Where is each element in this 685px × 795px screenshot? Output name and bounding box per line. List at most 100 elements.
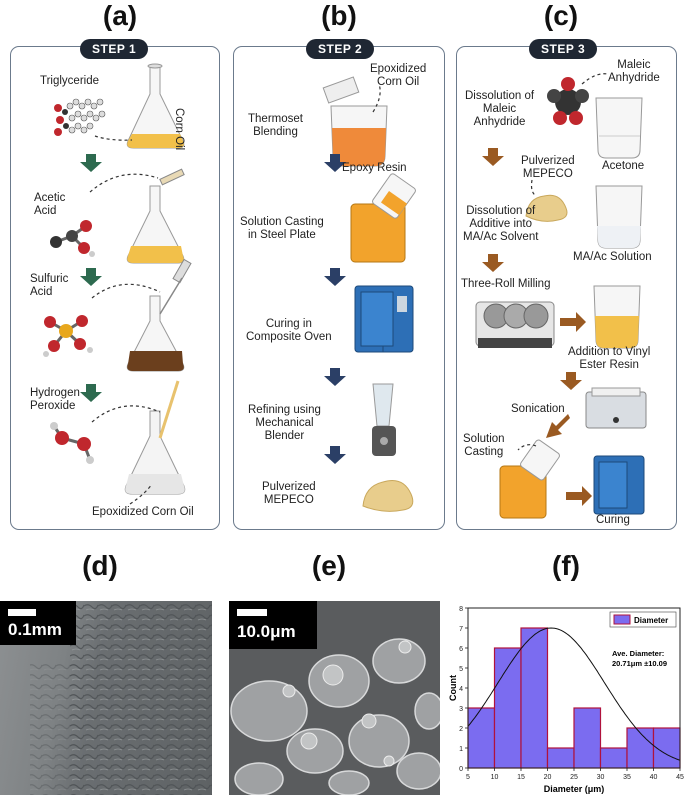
beaker-acetone-icon bbox=[595, 97, 643, 159]
label-acetone: Acetone bbox=[602, 160, 645, 172]
y-tick-label: 3 bbox=[459, 706, 463, 713]
y-tick-label: 0 bbox=[459, 766, 463, 773]
label-curing-c: Curing bbox=[596, 514, 630, 526]
flask-sulfuric-acid-icon bbox=[126, 258, 192, 372]
label-solution-casting-b: Solution Casting in Steel Plate bbox=[240, 216, 324, 241]
beaker-epoxy-resin-icon bbox=[322, 76, 388, 167]
panel-e-micrograph bbox=[229, 601, 440, 795]
label-sulfuric-acid: Sulfuric Acid bbox=[30, 273, 69, 298]
y-tick-label: 5 bbox=[459, 666, 463, 673]
maleic-anhydride-molecule-icon bbox=[547, 77, 589, 125]
pulverized-powder-icon bbox=[362, 480, 414, 512]
x-tick-label: 25 bbox=[570, 774, 578, 781]
flask-epoxidized-corn-oil-icon bbox=[124, 380, 186, 495]
powder-mepeco-icon bbox=[525, 194, 568, 222]
beaker-vinyl-ester-icon bbox=[593, 285, 641, 349]
histogram-bar bbox=[546, 747, 575, 769]
normal-fit-curve bbox=[467, 627, 681, 761]
triglyceride-molecule-icon bbox=[54, 98, 106, 136]
y-tick-label: 8 bbox=[459, 606, 463, 613]
panel-d-micrograph bbox=[0, 601, 212, 795]
label-epoxidized-corn-oil-b: Epoxidized Corn Oil bbox=[370, 63, 427, 88]
label-acetic-acid: Acetic Acid bbox=[34, 192, 66, 217]
label-sonication: Sonication bbox=[511, 403, 565, 415]
label-dissolution-ma: Dissolution of Maleic Anhydride bbox=[465, 90, 535, 128]
composite-oven-icon bbox=[354, 285, 414, 353]
label-corn-oil: Corn Oil bbox=[173, 108, 185, 151]
steel-plate-casting-icon bbox=[350, 173, 416, 263]
label-maleic-anhydride: Maleic Anhydride bbox=[608, 59, 660, 84]
x-tick-label: 45 bbox=[676, 774, 684, 781]
histogram-bar bbox=[573, 707, 602, 769]
x-tick-label: 10 bbox=[491, 774, 499, 781]
panel-e-scalebar: 10.0μm bbox=[229, 601, 317, 649]
label-pulverized-c: Pulverized MEPECO bbox=[521, 155, 575, 180]
curing-oven-c-icon bbox=[593, 455, 645, 515]
label-triglyceride: Triglyceride bbox=[40, 75, 100, 87]
label-thermoset-blending: Thermoset Blending bbox=[248, 113, 303, 138]
chart-legend: Diameter bbox=[609, 611, 677, 628]
step-2-badge: STEP 2 bbox=[306, 39, 375, 59]
histogram-bar bbox=[467, 707, 496, 769]
step-down-arrows bbox=[482, 148, 582, 390]
label-hydrogen-peroxide: Hydrogen Peroxide bbox=[30, 387, 80, 412]
y-tick-label: 1 bbox=[459, 746, 463, 753]
x-tick-label: 35 bbox=[623, 774, 631, 781]
step-3-badge: STEP 3 bbox=[529, 39, 598, 59]
step-down-arrows bbox=[80, 154, 102, 402]
label-refining: Refining using Mechanical Blender bbox=[248, 404, 321, 442]
y-tick-label: 2 bbox=[459, 726, 463, 733]
label-dissolution-additive: Dissolution of Additive into MA/Ac Solve… bbox=[463, 205, 539, 243]
casting-plate-c-icon bbox=[499, 439, 560, 519]
label-solution-casting-c: Solution Casting bbox=[463, 433, 505, 458]
x-tick-label: 15 bbox=[517, 774, 525, 781]
sonicator-icon bbox=[585, 387, 647, 429]
hydrogen-peroxide-molecule-icon bbox=[50, 422, 94, 464]
histogram-bar bbox=[626, 727, 655, 769]
label-pulverized-b: Pulverized MEPECO bbox=[262, 481, 316, 506]
label-ma-ac-solution: MA/Ac Solution bbox=[573, 251, 652, 263]
histogram-bar bbox=[520, 627, 549, 769]
panel-a-letter: (a) bbox=[102, 0, 138, 31]
panel-e-scale-label: 10.0μm bbox=[237, 622, 296, 641]
panel-a-box bbox=[10, 46, 220, 530]
mechanical-blender-icon bbox=[372, 383, 396, 456]
step-down-arrows bbox=[324, 154, 346, 464]
sulfuric-acid-molecule-icon bbox=[43, 315, 93, 357]
panel-c-letter: (c) bbox=[543, 0, 579, 31]
flask-acetic-acid-icon bbox=[126, 168, 185, 264]
label-addition-vinyl: Addition to Vinyl Ester Resin bbox=[568, 346, 651, 371]
scalebar-line bbox=[237, 609, 267, 616]
histogram-bar bbox=[599, 747, 628, 769]
label-epoxy-resin: Epoxy Resin bbox=[342, 162, 407, 174]
panel-b-letter: (b) bbox=[321, 0, 357, 31]
histogram-bar bbox=[493, 647, 522, 769]
process-flow-arrows bbox=[546, 312, 592, 506]
panel-f-letter: (f) bbox=[552, 550, 580, 581]
panel-e-letter: (e) bbox=[311, 550, 347, 581]
beaker-ma-ac-solution-icon bbox=[595, 185, 643, 249]
average-diameter-annotation-line2: 20.71μm ±10.09 bbox=[612, 659, 667, 668]
panel-b-illustrations bbox=[322, 76, 416, 512]
y-axis-label: Count bbox=[448, 675, 458, 701]
step-1-badge: STEP 1 bbox=[80, 39, 149, 59]
panel-a-illustrations bbox=[43, 63, 192, 505]
scalebar-line bbox=[8, 609, 36, 616]
panel-d-scalebar: 0.1mm bbox=[0, 601, 76, 645]
panel-d-scale-label: 0.1mm bbox=[8, 620, 62, 639]
y-tick-label: 4 bbox=[459, 686, 463, 693]
three-roll-mill-icon bbox=[475, 301, 555, 348]
label-three-roll-milling: Three-Roll Milling bbox=[461, 278, 551, 290]
y-tick-label: 6 bbox=[459, 646, 463, 653]
x-tick-label: 5 bbox=[466, 774, 470, 781]
y-tick-label: 7 bbox=[459, 626, 463, 633]
acetic-acid-molecule-icon bbox=[50, 220, 95, 257]
legend-label: Diameter bbox=[634, 616, 668, 625]
x-tick-label: 20 bbox=[544, 774, 552, 781]
panel-d-letter: (d) bbox=[82, 550, 118, 581]
label-epoxidized-corn-oil: Epoxidized Corn Oil bbox=[92, 506, 194, 518]
x-tick-label: 30 bbox=[597, 774, 605, 781]
legend-swatch bbox=[613, 614, 631, 625]
